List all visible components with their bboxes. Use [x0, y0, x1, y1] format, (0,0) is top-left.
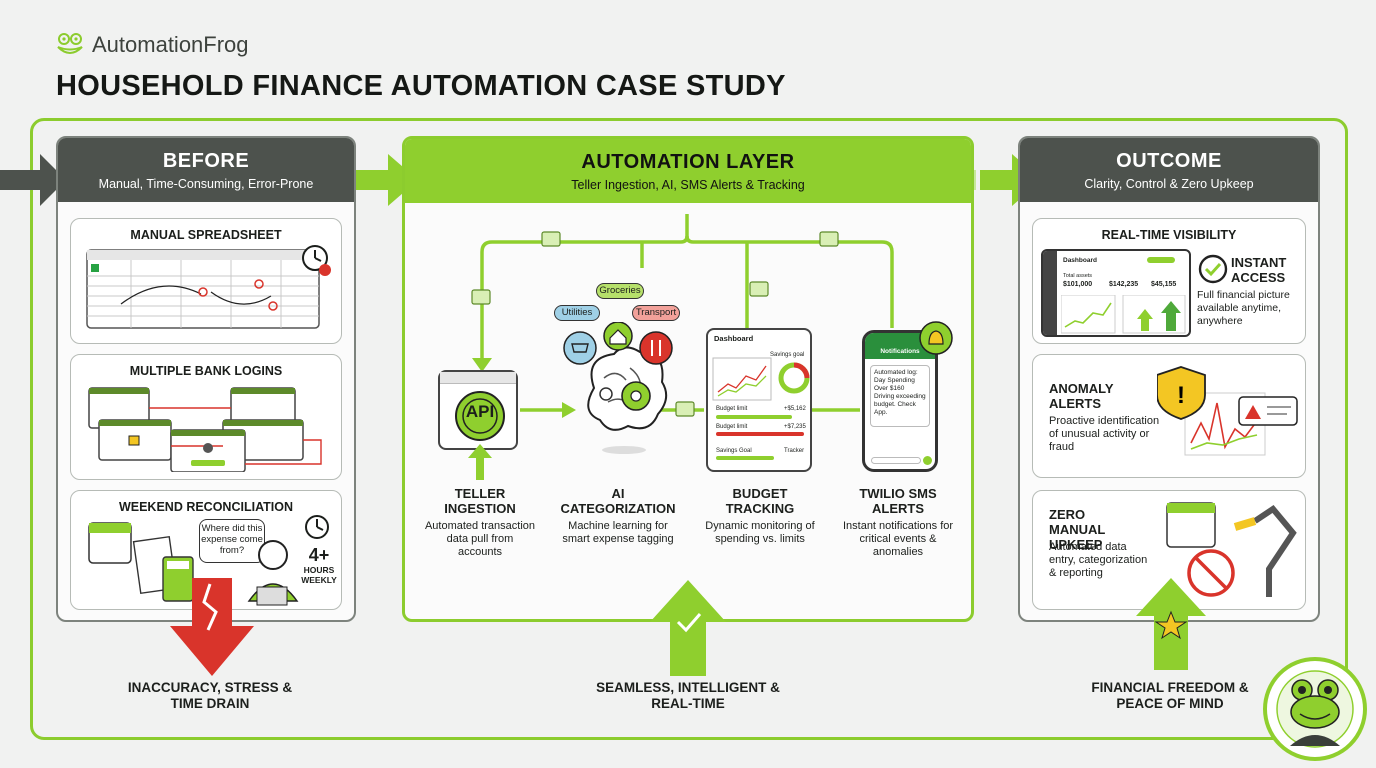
instant-access-desc: Full financial picture available anytime… — [1197, 289, 1290, 327]
dashboard-row-label: Budget limit — [716, 406, 748, 412]
card-title: WEEKEND RECONCILIATION — [118, 500, 294, 514]
stage-desc: Machine learning for smart expense taggi… — [562, 520, 674, 545]
sms-input — [871, 457, 921, 464]
stage-title: BUDGET TRACKING — [725, 486, 795, 516]
category-tag: Transport — [632, 305, 680, 321]
stage-desc: Automated transaction data pull from acc… — [424, 520, 536, 558]
automation-heading: AUTOMATION LAYER — [581, 151, 795, 173]
up-arrow-icon — [650, 580, 726, 676]
brand-name: AutomationFrog — [92, 32, 249, 57]
dashboard-label: Dashboard — [714, 334, 754, 343]
stage-teller: TELLER INGESTION Automated transaction d… — [424, 486, 536, 559]
automation-result: SEAMLESS, INTELLIGENT & REAL-TIME — [596, 680, 780, 711]
budget-bar — [716, 432, 804, 436]
budget-dashboard: Dashboard Savings goal Budget limit +$5,… — [706, 328, 812, 472]
card-desc: Proactive identification of unusual acti… — [1049, 415, 1160, 453]
card-title: MULTIPLE BANK LOGINS — [129, 364, 283, 378]
person-at-laptop-icon — [247, 540, 299, 606]
before-heading: BEFORE — [162, 150, 250, 172]
before-header: BEFORE Manual, Time-Consuming, Error-Pro… — [58, 138, 354, 202]
zero-manual-upkeep-card: ZERO MANUAL UPKEEP Automated data entry,… — [1032, 490, 1306, 610]
budget-bar — [716, 415, 792, 419]
up-arrow-icon — [1136, 578, 1206, 670]
budget-bar — [716, 456, 774, 460]
stage-title: TWILIO SMS ALERTS — [859, 486, 937, 516]
page-title: HOUSEHOLD FINANCE AUTOMATION CASE STUDY — [56, 70, 786, 102]
automation-header: AUTOMATION LAYER Teller Ingestion, AI, S… — [405, 139, 971, 203]
metric-label: Total assets — [1063, 273, 1093, 279]
card-title: ANOMALY ALERTS — [1049, 381, 1114, 411]
real-time-visibility-card: REAL-TIME VISIBILITY Dashboard Total ass… — [1032, 218, 1306, 344]
tablet-dashboard: Dashboard Total assets $101,000 $142,235… — [1041, 249, 1191, 337]
outcome-subheading: Clarity, Control & Zero Upkeep — [1084, 177, 1254, 191]
data-flow-lines — [471, 214, 894, 418]
stage-desc: Dynamic monitoring of spending vs. limit… — [705, 520, 815, 545]
card-desc: Automated data entry, categorization & r… — [1049, 541, 1148, 579]
robot-arm-icon — [1166, 502, 1297, 597]
frog-icon — [57, 33, 83, 54]
brand: AutomationFrog — [56, 32, 249, 58]
category-icons — [563, 322, 673, 365]
sms-message: Automated log: Day Spending Over $160 Dr… — [870, 365, 930, 427]
stage-ai: AI CATEGORIZATION Machine learning for s… — [556, 486, 680, 546]
dashboard-row-value: Tracker — [784, 448, 805, 454]
stage-budget: BUDGET TRACKING Dynamic monitoring of sp… — [700, 486, 820, 546]
card-title: MANUAL SPREADSHEET — [130, 228, 282, 242]
send-button — [923, 456, 932, 465]
svg-text:!: ! — [1177, 382, 1185, 409]
automation-subheading: Teller Ingestion, AI, SMS Alerts & Track… — [571, 178, 805, 192]
stage-desc: Instant notifications for critical event… — [842, 520, 954, 558]
growth-chart-icon — [1061, 295, 1186, 334]
outcome-header: OUTCOME Clarity, Control & Zero Upkeep — [1020, 138, 1318, 202]
outcome-heading: OUTCOME — [1116, 150, 1222, 172]
multiple-bank-logins-card: MULTIPLE BANK LOGINS — [70, 354, 342, 480]
stage-title: AI CATEGORIZATION — [560, 486, 676, 516]
shield-alert-icon: ! — [1157, 366, 1298, 456]
manual-spreadsheet-card: MANUAL SPREADSHEET — [70, 218, 342, 344]
before-subheading: Manual, Time-Consuming, Error-Prone — [98, 177, 314, 191]
card-title: REAL-TIME VISIBILITY — [1101, 228, 1237, 242]
before-result: INACCURACY, STRESS & TIME DRAIN — [127, 680, 293, 711]
metric-value: $45,155 — [1151, 281, 1177, 288]
main-frame — [30, 118, 1348, 740]
stage-twilio: TWILIO SMS ALERTS Instant notifications … — [838, 486, 958, 559]
browser-windows-icon — [88, 387, 322, 472]
dashboard-row-value: +$7,235 — [784, 424, 806, 430]
category-tag: Groceries — [596, 283, 644, 299]
ai-brain-icon — [587, 346, 668, 454]
clock-icon — [305, 515, 329, 539]
line-chart-icon — [712, 357, 810, 401]
check-circle-icon — [1198, 254, 1228, 284]
category-tag: Utilities — [554, 305, 600, 321]
frog-mascot-icon — [1263, 657, 1367, 761]
bell-icon — [919, 321, 953, 355]
metric-value: $142,235 — [1109, 281, 1139, 288]
dashboard-row-label: Savings Goal — [716, 448, 752, 454]
api-panel: API — [438, 370, 518, 450]
gear-icon — [455, 391, 505, 441]
status-badge — [1147, 257, 1175, 263]
card-title: ZERO MANUAL UPKEEP — [1049, 507, 1106, 552]
clock-icon — [302, 245, 331, 276]
outcome-result: FINANCIAL FREEDOM & PEACE OF MIND — [1091, 680, 1249, 711]
stage-title: TELLER INGESTION — [444, 486, 516, 516]
dashboard-label: Dashboard — [1063, 257, 1097, 264]
dashboard-sub: Savings goal — [770, 352, 805, 358]
dashboard-row-label: Budget limit — [716, 424, 748, 430]
api-label: API — [465, 402, 495, 421]
instant-access-title: INSTANT ACCESS — [1231, 255, 1287, 285]
dashboard-row-value: +$5,162 — [784, 406, 806, 412]
down-arrow-icon — [170, 578, 254, 676]
metric-value: $101,000 — [1063, 281, 1093, 288]
hours-unit: HOURS WEEKLY — [301, 565, 337, 585]
anomaly-alerts-card: ANOMALY ALERTS Proactive identification … — [1032, 354, 1306, 478]
speech-bubble: Where did this expense come from? — [199, 519, 265, 563]
up-arrow-icon — [468, 444, 492, 480]
hours-value: 4+ — [308, 545, 330, 565]
entry-arrow-icon — [0, 154, 66, 206]
spreadsheet-icon — [86, 245, 331, 329]
